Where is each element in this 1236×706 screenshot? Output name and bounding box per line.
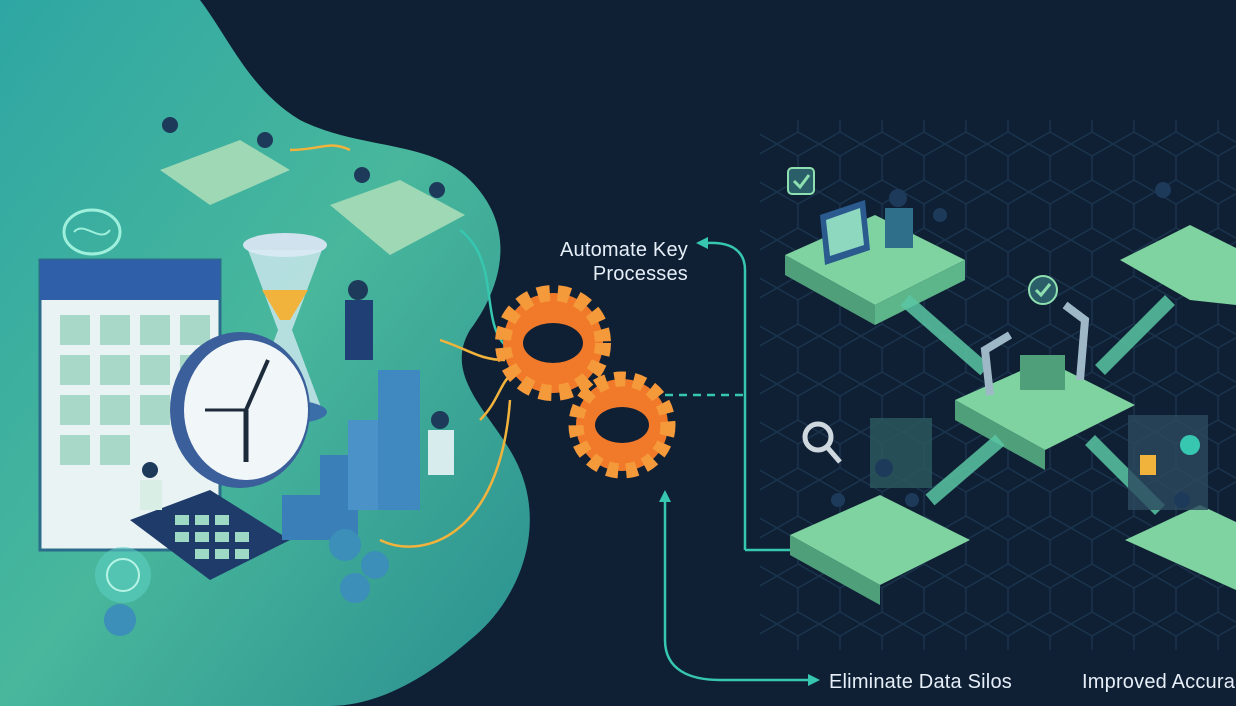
arrow-heads [659, 237, 820, 686]
bulb-brain-icon [95, 547, 151, 603]
label-eliminate-data-silos: Eliminate Data Silos [829, 671, 1012, 693]
label-improved-accuracy: Improved Accuracy [1082, 671, 1236, 693]
right-platforms [785, 215, 1236, 605]
gear-icon [495, 285, 611, 401]
left-workstations [140, 117, 465, 510]
right-people [831, 182, 1190, 508]
label-automate-key-processes: Automate Key Processes [548, 238, 688, 286]
laptop-icon [820, 200, 870, 265]
robot-arm-icon [980, 301, 1090, 396]
label-automate-line2: Processes [592, 263, 688, 285]
brain-icon [62, 208, 122, 256]
magnifier-icon [802, 421, 842, 464]
gear-icon-secondary [568, 371, 676, 479]
clock-icon [170, 332, 310, 488]
small-gears [104, 529, 389, 636]
connector-lines [663, 241, 815, 682]
dashboard-panel [870, 415, 1208, 510]
keypad-icon [130, 490, 290, 580]
label-automate-line1: Automate Key [559, 239, 688, 261]
platform-bridges [900, 294, 1175, 515]
bar-columns [282, 370, 420, 540]
conveyor-box [1020, 355, 1065, 390]
checkmark-icon [1028, 275, 1058, 305]
calendar-icon [38, 258, 222, 552]
checkmark-icon-top [787, 167, 815, 195]
